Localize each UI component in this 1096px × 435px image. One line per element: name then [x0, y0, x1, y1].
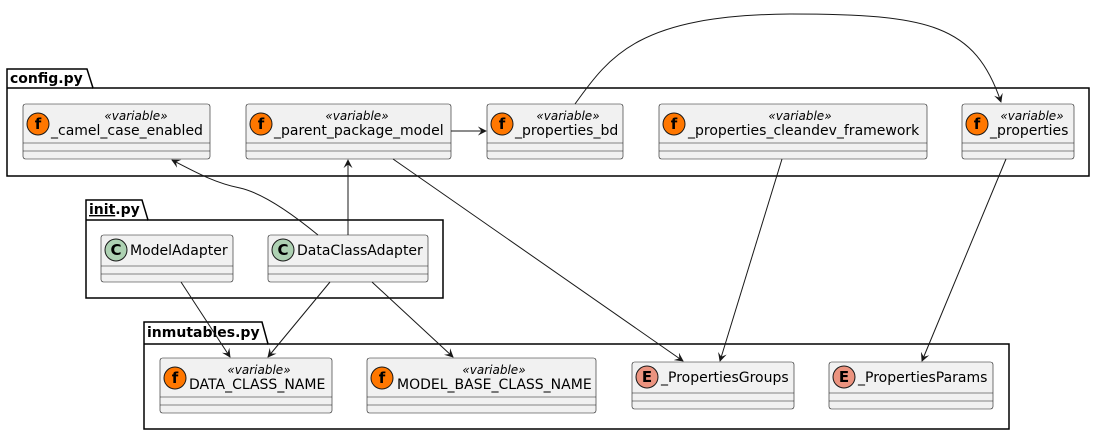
- svg-text:DATA_CLASS_NAME: DATA_CLASS_NAME: [189, 377, 325, 393]
- svg-text:f: f: [258, 115, 265, 133]
- element-camel-case-enabled[interactable]: f «variable» _camel_case_enabled: [22, 103, 211, 160]
- package-init-title: init.py: [89, 202, 140, 218]
- svg-text:«variable»: «variable»: [325, 109, 388, 123]
- function-badge-icon: [965, 112, 989, 136]
- element-properties-cleandev-framework[interactable]: f «variable» _properties_cleandev_framew…: [658, 103, 928, 160]
- svg-text:E: E: [642, 368, 652, 386]
- svg-text:_PropertiesGroups: _PropertiesGroups: [660, 370, 789, 386]
- edge-cleandev-to-properties-groups: [718, 158, 783, 362]
- svg-text:_parent_package_model: _parent_package_model: [273, 123, 444, 139]
- element-data-class-name[interactable]: f «variable» DATA_CLASS_NAME: [159, 357, 333, 414]
- function-badge-icon: [662, 112, 686, 136]
- edge-model-adapter-to-data-class-name: [180, 281, 231, 358]
- edge-data-class-adapter-to-camel-case: [171, 159, 319, 236]
- class-badge-icon: [104, 238, 128, 262]
- svg-text:_properties: _properties: [989, 123, 1068, 139]
- svg-text:«variable»: «variable»: [462, 363, 525, 377]
- element-parent-package-model[interactable]: f «variable» _parent_package_model: [245, 103, 452, 160]
- function-badge-icon: [163, 366, 187, 390]
- package-inmutables-title: inmutables.py: [147, 325, 260, 341]
- package-init: init.py: [85, 199, 444, 299]
- svg-text:_properties_cleandev_framework: _properties_cleandev_framework: [687, 123, 920, 139]
- element-properties-groups[interactable]: E _PropertiesGroups: [631, 361, 795, 410]
- svg-text:«variable»: «variable»: [1000, 109, 1063, 123]
- svg-text:f: f: [499, 115, 506, 133]
- svg-text:f: f: [671, 115, 678, 133]
- package-inmutables: inmutables.py: [143, 321, 1010, 430]
- edges: [171, 13, 1007, 362]
- function-badge-icon: [249, 112, 273, 136]
- svg-text:_properties_bd: _properties_bd: [514, 123, 618, 139]
- svg-text:f: f: [379, 369, 386, 387]
- svg-text:f: f: [35, 115, 42, 133]
- edge-data-class-adapter-to-model-base: [371, 281, 454, 358]
- edge-parent-model-to-properties-groups: [392, 158, 684, 362]
- svg-text:f: f: [172, 369, 179, 387]
- svg-text:_PropertiesParams: _PropertiesParams: [857, 370, 987, 386]
- svg-text:C: C: [110, 241, 121, 259]
- svg-text:MODEL_BASE_CLASS_NAME: MODEL_BASE_CLASS_NAME: [397, 377, 592, 393]
- svg-text:C: C: [277, 241, 288, 259]
- svg-text:ModelAdapter: ModelAdapter: [130, 243, 228, 259]
- enum-badge-icon: [635, 365, 659, 389]
- class-badge-icon: [271, 238, 295, 262]
- edge-data-class-adapter-to-data-class-name: [267, 281, 331, 358]
- element-properties-bd[interactable]: f «variable» _properties_bd: [486, 103, 624, 160]
- element-model-adapter[interactable]: C ModelAdapter: [100, 234, 234, 283]
- svg-text:f: f: [974, 115, 981, 133]
- svg-text:DataClassAdapter: DataClassAdapter: [297, 243, 423, 259]
- element-data-class-adapter[interactable]: C DataClassAdapter: [267, 234, 429, 283]
- package-config: config.py: [6, 68, 1090, 177]
- svg-text:E: E: [839, 368, 849, 386]
- function-badge-icon: [370, 366, 394, 390]
- package-config-title: config.py: [10, 71, 83, 87]
- edge-properties-to-properties-params: [920, 158, 1007, 362]
- enum-badge-icon: [832, 365, 856, 389]
- svg-text:_camel_case_enabled: _camel_case_enabled: [50, 123, 203, 139]
- element-properties[interactable]: f «variable» _properties: [961, 103, 1075, 160]
- svg-text:«variable»: «variable»: [104, 109, 167, 123]
- element-model-base-class-name[interactable]: f «variable» MODEL_BASE_CLASS_NAME: [366, 357, 597, 414]
- element-properties-params[interactable]: E _PropertiesParams: [828, 361, 994, 410]
- edge-properties-bd-to-properties: [574, 13, 1003, 105]
- svg-text:«variable»: «variable»: [536, 109, 599, 123]
- function-badge-icon: [26, 112, 50, 136]
- svg-text:«variable»: «variable»: [768, 109, 831, 123]
- function-badge-icon: [490, 112, 514, 136]
- svg-text:«variable»: «variable»: [227, 363, 290, 377]
